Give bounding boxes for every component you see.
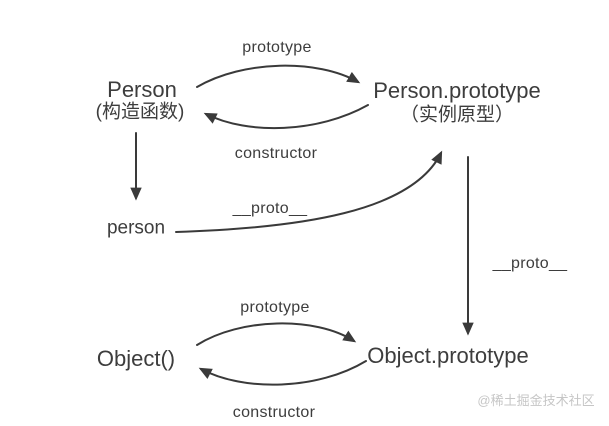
- arrow-prototype-top: [196, 64, 361, 88]
- edge-label-constructor-bottom: constructor: [232, 404, 316, 422]
- watermark: @稀土掘金技术社区: [477, 392, 595, 408]
- node-object-prototype: Object.prototype: [367, 342, 529, 368]
- edge-label-proto-prototype: __proto__: [492, 255, 568, 273]
- node-person-constructor: Person: [107, 76, 177, 102]
- edge-label-constructor-top: constructor: [234, 145, 318, 163]
- arrow-proto-1: [175, 150, 443, 233]
- node-person-instance: person: [106, 217, 166, 239]
- arrow-prototype-bottom: [196, 322, 357, 346]
- edge-label-prototype-top: prototype: [242, 39, 312, 57]
- arrow-constructor-top: [203, 104, 369, 130]
- arrow-constructor-bottom: [198, 360, 367, 386]
- node-person-prototype-sublabel: （实例原型）: [399, 104, 515, 126]
- node-person-prototype: Person.prototype: [373, 77, 541, 103]
- edge-label-proto-person: __proto__: [232, 200, 308, 218]
- node-object-constructor: Object(): [96, 345, 176, 371]
- node-person-constructor-sublabel: (构造函数): [95, 101, 185, 123]
- edge-label-prototype-bottom: prototype: [240, 299, 310, 317]
